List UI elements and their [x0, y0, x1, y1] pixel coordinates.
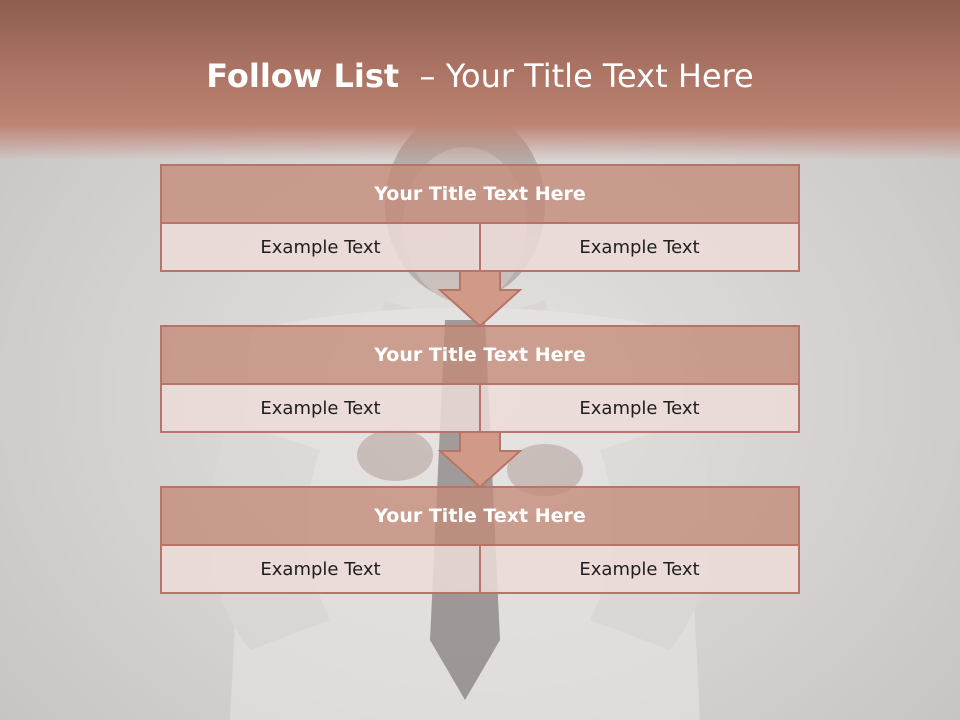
block-title: Your Title Text Here — [162, 166, 798, 224]
block-cells: Example Text Example Text — [162, 224, 798, 270]
block-cell-left: Example Text — [260, 236, 381, 258]
list-block-3: Your Title Text Here Example Text Exampl… — [160, 486, 800, 594]
block-cell-right: Example Text — [479, 385, 798, 431]
block-cells: Example Text Example Text — [162, 546, 798, 592]
block-cell-right: Example Text — [479, 224, 798, 270]
block-cells: Example Text Example Text — [162, 385, 798, 431]
slide-title-rest: – Your Title Text Here — [419, 57, 754, 95]
block-cell-left: Example Text — [260, 558, 381, 580]
slide-title-bold: Follow List — [206, 57, 400, 95]
block-title: Your Title Text Here — [162, 488, 798, 546]
down-arrow-icon — [438, 431, 522, 489]
block-cell-right: Example Text — [479, 546, 798, 592]
list-block-2: Your Title Text Here Example Text Exampl… — [160, 325, 800, 433]
header-band — [0, 0, 960, 160]
block-title: Your Title Text Here — [162, 327, 798, 385]
block-cell-left: Example Text — [260, 397, 381, 419]
slide-title: Follow List – Your Title Text Here — [0, 52, 960, 100]
down-arrow-icon — [438, 270, 522, 328]
list-block-1: Your Title Text Here Example Text Exampl… — [160, 164, 800, 272]
